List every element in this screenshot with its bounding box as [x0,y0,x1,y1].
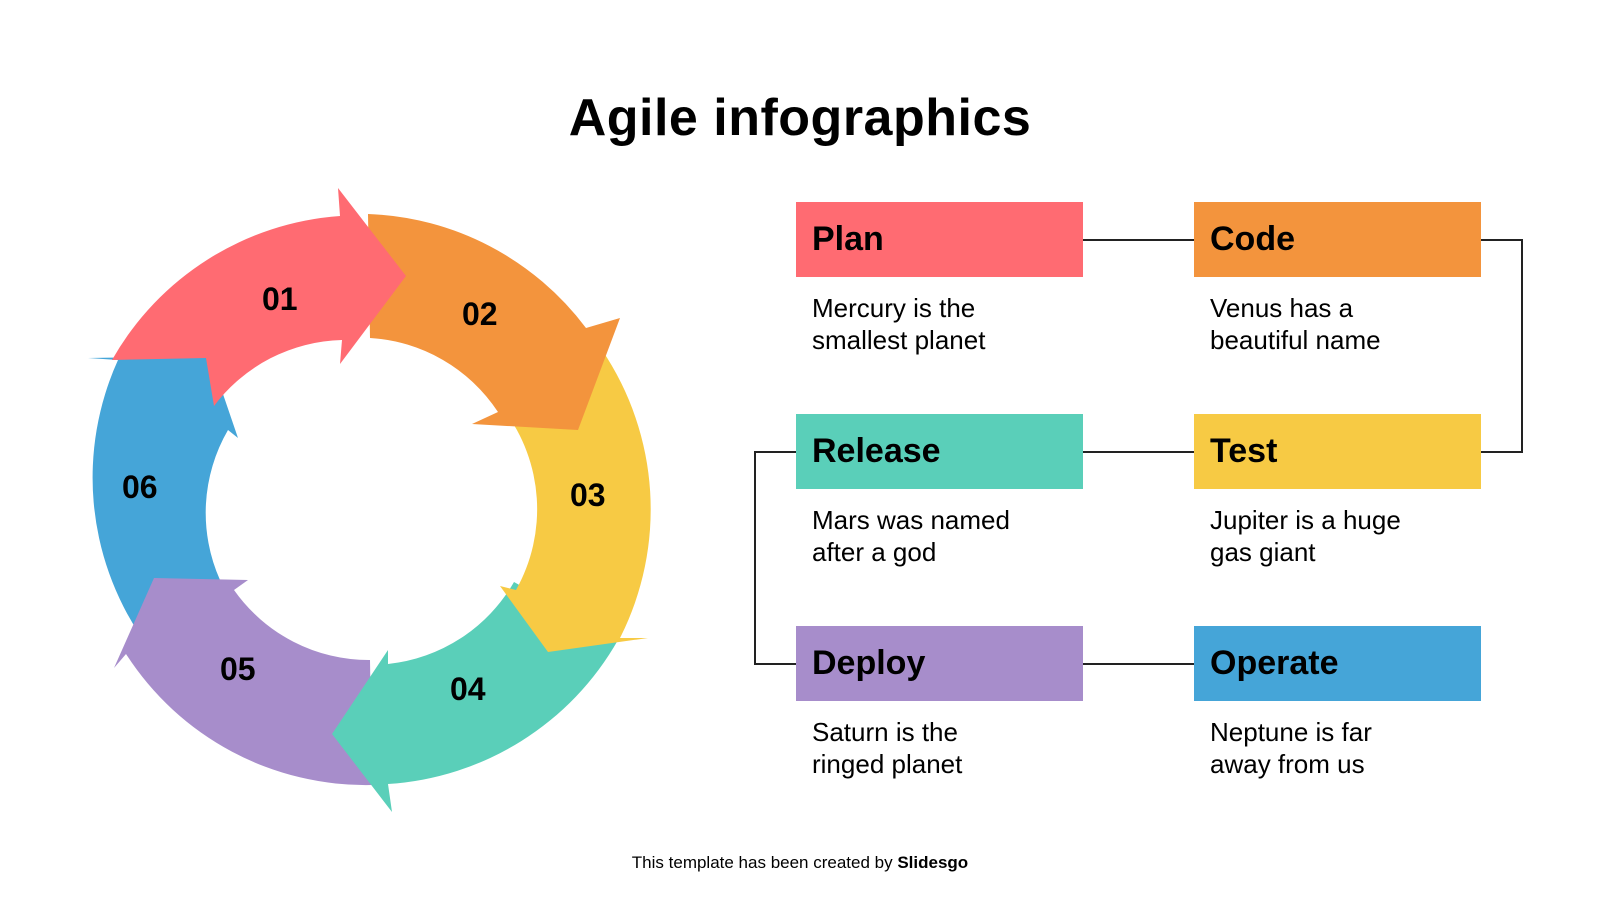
stage-code: Code [1194,202,1481,277]
description-line: Mars was named [812,505,1010,535]
page-title: Agile infographics [568,89,1032,147]
description-line: Venus has a [1210,293,1354,323]
stage-plan: Plan [796,202,1083,277]
cycle-arrow-02 [368,214,620,430]
description-line: after a god [812,537,937,567]
description-line: Saturn is the [812,717,958,747]
stage-deploy-label: Deploy [812,644,926,682]
stage-test: Test [1194,414,1481,489]
step-number-01: 01 [262,281,298,317]
connector-deploy-operate [1082,663,1194,665]
connector-test-right [1481,451,1523,453]
connector-right-vertical [1521,239,1523,453]
description-line: ringed planet [812,749,963,779]
step-number-02: 02 [462,296,498,332]
description-line: gas giant [1210,537,1316,567]
connector-release-left [754,451,796,453]
step-number-06: 06 [122,469,158,505]
cycle-arrow-06 [88,356,238,638]
cycle-arrow-05 [114,578,372,786]
connector-release-test [1082,451,1194,453]
connector-plan-code [1082,239,1194,241]
description-line: Mercury is the [812,293,976,323]
stage-operate: Operate [1194,626,1481,701]
footer-credit: This template has been created by Slides… [0,853,1600,873]
description-line: beautiful name [1210,325,1381,355]
stage-deploy: Deploy [796,626,1083,701]
footer-text: This template has been created by [631,853,898,872]
step-number-04: 04 [450,671,486,707]
connector-left-vertical [754,451,756,665]
stage-release: Release [796,414,1083,489]
stage-code-label: Code [1210,220,1295,258]
description-line: away from us [1210,749,1365,779]
connector-deploy-left [754,663,796,665]
footer-brand-link[interactable]: Slidesgo [897,853,969,872]
stage-test-label: Test [1210,432,1278,470]
description-line: Jupiter is a huge [1210,505,1401,535]
stage-operate-label: Operate [1210,644,1339,682]
step-number-05: 05 [220,651,256,687]
description-line: Neptune is far [1210,717,1372,747]
cycle-arrow-01 [112,188,406,406]
connector-code-right [1481,239,1523,241]
cycle-arrows: 01 02 03 04 05 06 [88,188,651,812]
description-line: smallest planet [812,325,986,355]
stage-release-label: Release [812,432,941,470]
stage-plan-label: Plan [812,220,884,258]
step-number-03: 03 [570,477,606,513]
cycle-diagram: 01 02 03 04 05 06 [70,180,670,820]
